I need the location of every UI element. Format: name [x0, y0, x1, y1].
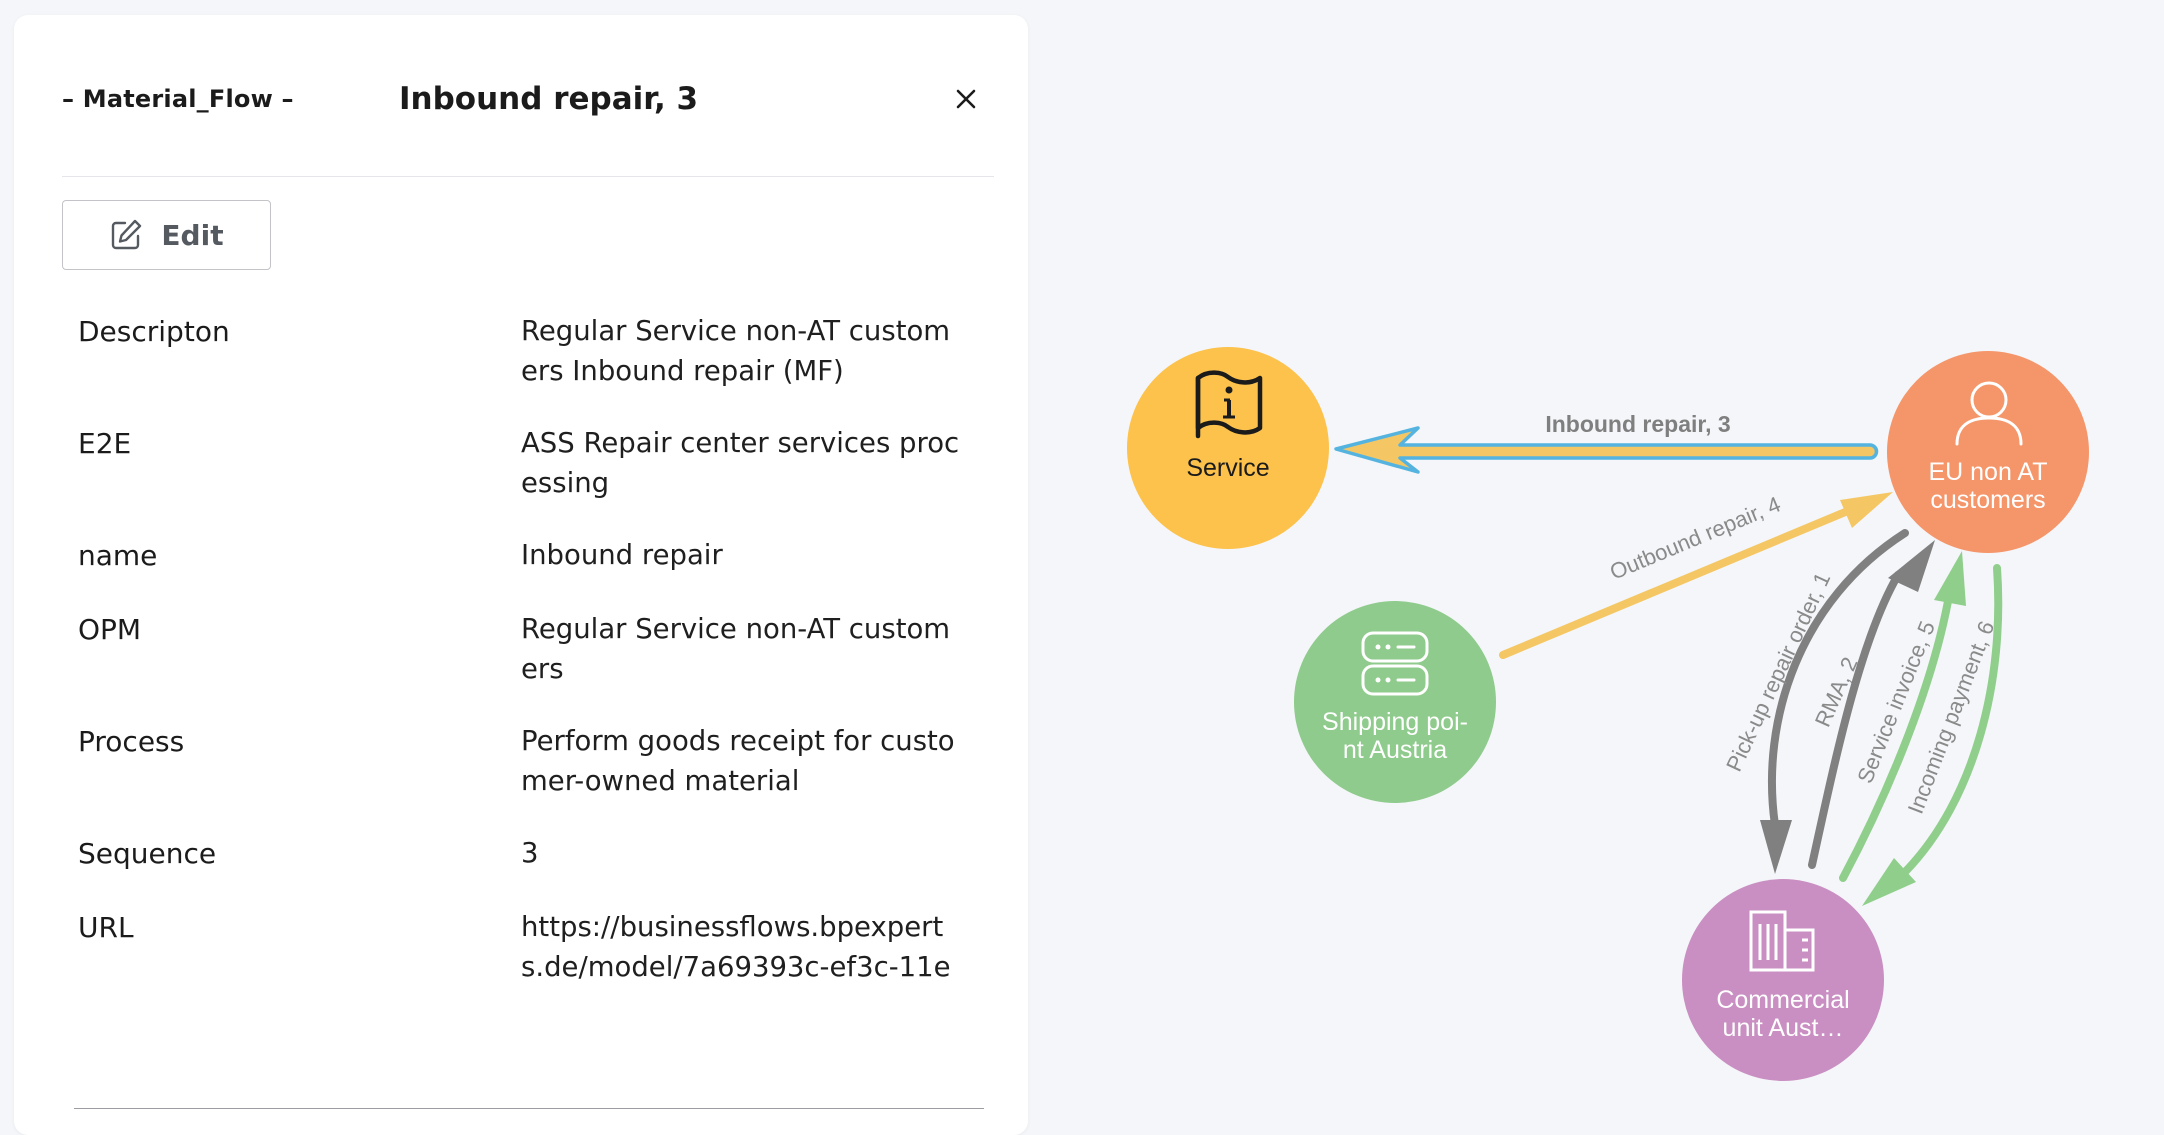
node-label-service: Service: [1186, 454, 1269, 482]
bottom-divider: [74, 1108, 984, 1109]
building-icon: [1749, 910, 1815, 972]
close-icon: [956, 89, 976, 109]
node-commercial-unit-austria[interactable]: Commercial unit Aust…: [1682, 879, 1884, 1081]
server-icon: [1361, 631, 1429, 696]
node-label-commercial-line2: unit Aust…: [1723, 1014, 1844, 1042]
user-icon: [1955, 381, 2023, 446]
property-key: URL: [78, 911, 134, 944]
property-key: name: [78, 539, 158, 572]
info-flag-icon: [1195, 370, 1263, 439]
property-value: Inbound repair: [521, 539, 723, 571]
edge-inbound-repair[interactable]: Inbound repair, 3: [1334, 411, 1880, 474]
detail-panel: – Material_Flow – Inbound repair, 3 Edit…: [14, 15, 1028, 1135]
node-label-shipping-line2: nt Austria: [1343, 736, 1447, 764]
property-key: E2E: [78, 427, 132, 460]
header-divider: [62, 176, 994, 177]
edit-button[interactable]: Edit: [62, 200, 271, 270]
property-value: Regular Service non-AT customers: [521, 613, 951, 685]
flow-graph[interactable]: Inbound repair, 3 Outbound repair, 4 Pic…: [1028, 0, 2164, 1096]
panel-title: Inbound repair, 3: [399, 81, 699, 117]
property-value: Regular Service non-AT customers Inbound…: [521, 315, 951, 387]
node-label-eu-line2: customers: [1930, 486, 2045, 514]
breadcrumb[interactable]: – Material_Flow –: [62, 85, 294, 113]
property-key: Process: [78, 725, 185, 758]
edit-icon: [112, 219, 142, 250]
node-label-shipping-line1: Shipping poi-: [1322, 708, 1468, 736]
panel-header: – Material_Flow – Inbound repair, 3: [14, 15, 1028, 175]
property-key: Descripton: [78, 315, 230, 348]
node-label-commercial-line1: Commercial: [1716, 986, 1849, 1014]
edge-pickup-repair-order[interactable]: Pick-up repair order, 1: [1721, 529, 1909, 874]
node-shipping-point-austria[interactable]: Shipping poi- nt Austria: [1294, 601, 1496, 803]
node-service[interactable]: Service: [1127, 347, 1329, 549]
url-link[interactable]: https://businessflows.bpexperts.de/model…: [521, 911, 951, 983]
property-key: OPM: [78, 613, 142, 646]
property-value: Perform goods receipt for customer-owned…: [521, 725, 955, 797]
property-value: ASS Repair center services processing: [521, 427, 960, 499]
property-value: 3: [521, 837, 539, 869]
edit-label: Edit: [161, 218, 224, 252]
close-button[interactable]: [948, 81, 984, 117]
edge-label-inbound-repair: Inbound repair, 3: [1545, 411, 1730, 437]
property-key: Sequence: [78, 837, 217, 870]
edge-outbound-repair[interactable]: Outbound repair, 4: [1499, 492, 1893, 659]
node-eu-non-at-customers[interactable]: EU non AT customers: [1887, 351, 2089, 553]
node-label-eu-line1: EU non AT: [1928, 458, 2047, 486]
